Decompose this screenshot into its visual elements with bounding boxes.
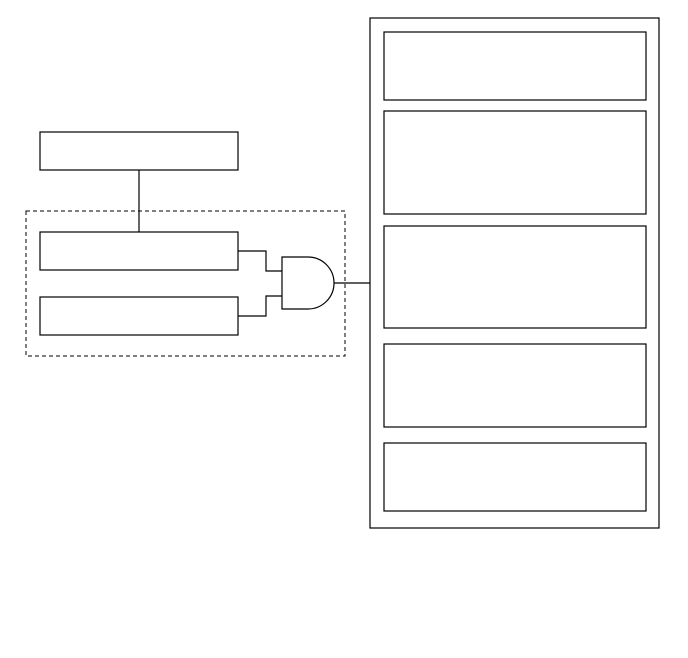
and-gate-icon xyxy=(281,256,335,310)
input-box-1 xyxy=(39,231,239,271)
right-panel-box-2 xyxy=(383,110,647,215)
right-panel-box-3 xyxy=(383,225,647,329)
right-panel-box-1 xyxy=(383,31,647,101)
gate-input-wire-1 xyxy=(238,250,282,272)
right-panel-box-5 xyxy=(383,442,647,512)
right-panel-box-4 xyxy=(383,343,647,428)
input-box-2 xyxy=(39,296,239,336)
dashed-group-boundary xyxy=(25,210,346,357)
top-left-box xyxy=(39,131,239,171)
gate-input-wire-2 xyxy=(238,295,282,317)
